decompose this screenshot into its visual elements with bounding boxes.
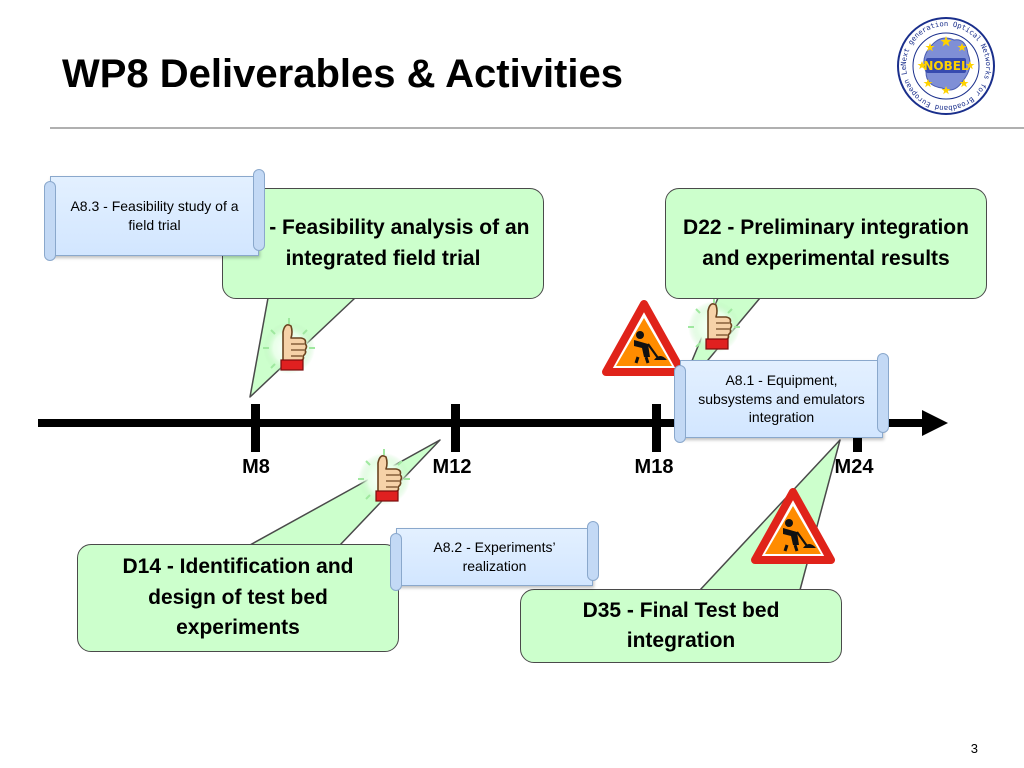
deliverable-text: D7 - Feasibility analysis of an integrat… bbox=[236, 216, 530, 270]
milestone-label-m12: M12 bbox=[432, 456, 472, 478]
milestone-label-m24: M24 bbox=[834, 456, 874, 478]
milestone-label-m8: M8 bbox=[242, 456, 270, 478]
thumbs-up-icon bbox=[357, 448, 411, 506]
nobel-logo: Next generation Optical Networks for Bro… bbox=[896, 16, 995, 115]
milestone-label-m18: M18 bbox=[634, 456, 674, 478]
activity-scroll-a83: A8.3 - Feasibility study of a field tria… bbox=[44, 169, 265, 261]
deliverable-callout-d22: D22 - Preliminary integration and experi… bbox=[665, 188, 987, 299]
tick-m12 bbox=[451, 404, 460, 452]
deliverable-callout-d14: D14 - Identification and design of test … bbox=[77, 544, 399, 652]
tick-m18 bbox=[652, 404, 661, 452]
title-divider bbox=[50, 127, 1024, 129]
deliverable-text: D35 - Final Test bed integration bbox=[582, 598, 780, 652]
deliverable-callout-d7: D7 - Feasibility analysis of an integrat… bbox=[222, 188, 544, 299]
deliverable-text: D14 - Identification and design of test … bbox=[122, 555, 354, 640]
activity-text: A8.3 - Feasibility study of a field tria… bbox=[70, 198, 239, 233]
svg-text:NOBEL: NOBEL bbox=[923, 59, 969, 73]
deliverable-text: D22 - Preliminary integration and experi… bbox=[683, 216, 969, 270]
page-title: WP8 Deliverables & Activities bbox=[62, 52, 623, 96]
road-works-sign-icon bbox=[606, 304, 682, 372]
activity-text: A8.2 - Experiments’ realization bbox=[433, 539, 556, 574]
deliverable-callout-d35: D35 - Final Test bed integration bbox=[520, 589, 842, 663]
activity-text: A8.1 - Equipment, subsystems and emulato… bbox=[698, 371, 865, 426]
page-number: 3 bbox=[970, 741, 978, 756]
tick-m8 bbox=[251, 404, 260, 452]
activity-scroll-a82: A8.2 - Experiments’ realization bbox=[390, 521, 599, 591]
activity-scroll-a81: A8.1 - Equipment, subsystems and emulato… bbox=[674, 353, 889, 443]
